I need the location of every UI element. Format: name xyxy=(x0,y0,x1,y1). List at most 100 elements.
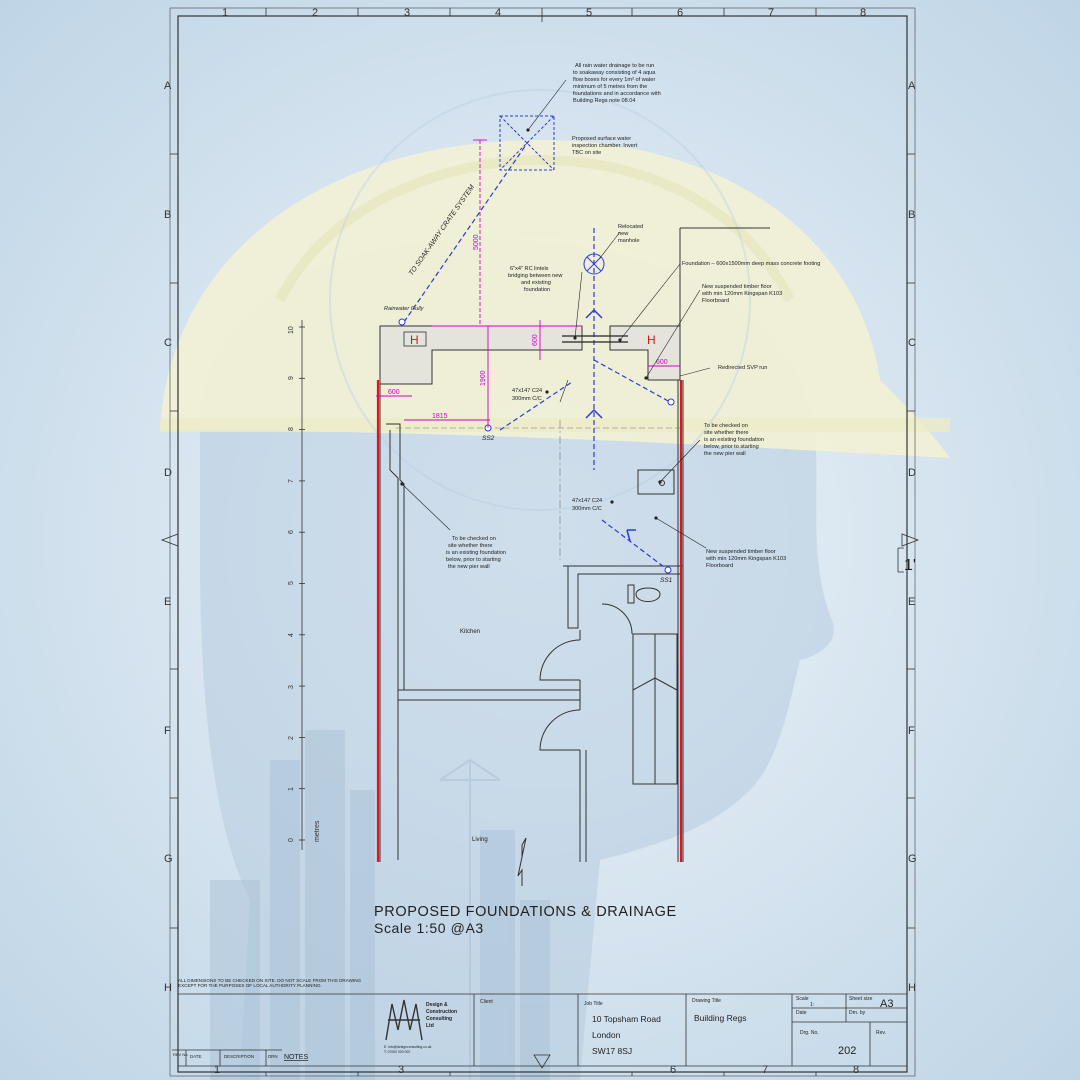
gully-point xyxy=(398,318,406,326)
col-label: 8 xyxy=(853,1064,859,1076)
note-line: manhole xyxy=(618,238,639,244)
leader-lines xyxy=(401,79,711,549)
foundation-right xyxy=(609,325,681,381)
edge-mark: 1' xyxy=(904,557,916,574)
note-line: new xyxy=(618,231,629,237)
client-label: Client xyxy=(480,999,493,1005)
col-label: 2 xyxy=(312,7,318,19)
note-lintels: 6"x4" RC lintels bridging between new an… xyxy=(508,266,563,293)
drainage-runs xyxy=(403,141,671,571)
note-line: 6"x4" RC lintels xyxy=(510,266,549,272)
date-label: Date xyxy=(796,1010,807,1016)
company-name-line: Construction xyxy=(426,1009,457,1015)
sheet-size-value: A3 xyxy=(880,998,893,1010)
note-line: New suspended timber floor xyxy=(706,549,776,555)
col-label: 7 xyxy=(768,7,774,19)
note-rain-drainage: All rain water drainage to be run to soa… xyxy=(573,63,661,104)
note-line: Relocated xyxy=(618,224,643,230)
dim-600-right: 600 xyxy=(656,359,668,366)
company-logo xyxy=(385,999,423,1041)
dim-1815: 1815 xyxy=(432,413,448,420)
note-foundation: Foundation – 600x1500mm deep mass concre… xyxy=(682,261,820,267)
rev-header: DESCRIPTION xyxy=(224,1054,254,1059)
company-contact: E: info@designconsulting.co.uk xyxy=(384,1045,432,1049)
door-swing xyxy=(539,639,581,681)
floor-plan xyxy=(379,227,770,886)
ruler-tick-label: 3 xyxy=(288,685,295,689)
note-line: Floorboard xyxy=(702,298,729,304)
note-line: 300mm C/C xyxy=(572,506,602,512)
note-line: TBC on site xyxy=(572,150,601,156)
dim-1900: 1900 xyxy=(480,370,487,386)
note-line: To be checked on xyxy=(704,423,748,429)
ruler-tick-label: 8 xyxy=(288,427,295,431)
svp-point xyxy=(667,398,675,406)
col-label: 1 xyxy=(222,7,228,19)
row-label: E xyxy=(908,596,915,608)
job-address-line: 10 Topsham Road xyxy=(592,1014,661,1024)
ruler-tick-label: 7 xyxy=(288,479,295,483)
note-check-left: To be checked on site whether there is a… xyxy=(446,536,506,570)
column-labels-top: 1 2 3 4 5 6 7 8 xyxy=(222,7,866,19)
col-label: 8 xyxy=(860,7,866,19)
note-line: Floorboard xyxy=(706,563,733,569)
note-line: bridging between new xyxy=(508,273,563,279)
note-line: and existing xyxy=(521,280,551,286)
note-line: to soakaway consisting of 4 aqua xyxy=(573,70,656,76)
row-label: D xyxy=(164,467,172,479)
note-line: Redirected SVP run xyxy=(718,365,767,371)
company-name-line: Design & xyxy=(426,1002,448,1008)
job-address-line: SW17 8SJ xyxy=(592,1046,632,1056)
note-line: 47x147 C24 xyxy=(572,498,602,504)
scale-value: 1: xyxy=(810,1002,814,1008)
new-walls xyxy=(376,380,683,862)
ruler-tick-label: 1 xyxy=(288,787,295,791)
row-label: F xyxy=(164,725,171,737)
ruler-tick-label: 9 xyxy=(288,376,295,380)
row-label: C xyxy=(908,337,916,349)
heater-label: H xyxy=(410,333,419,347)
note-line: foundations and in accordance with xyxy=(573,91,661,97)
note-line: the new pier wall xyxy=(704,451,746,457)
note-joists-top: 47x147 C24 300mm C/C xyxy=(512,388,542,402)
note-line: the new pier wall xyxy=(448,564,490,570)
head-silhouette xyxy=(200,239,834,1080)
row-label: B xyxy=(164,209,171,221)
inspection-chamber xyxy=(499,115,555,171)
note-line: with min 120mm Kingspan K103 xyxy=(701,291,782,297)
job-title-label: Job Title xyxy=(584,1001,603,1007)
gully-label: Rainwater Gully xyxy=(384,306,425,312)
note-line: below, prior to starting xyxy=(704,444,759,450)
note-check-right: To be checked on site whether there is a… xyxy=(704,423,764,457)
row-label: H xyxy=(908,982,916,994)
dim-600-left: 600 xyxy=(388,389,400,396)
soakaway-label: TO SOAK-AWAY CRATE SYSTEM xyxy=(408,184,476,277)
ruler-unit: metres xyxy=(314,820,321,842)
column-labels-bottom: 1 3 6 7 8 xyxy=(214,1064,859,1076)
row-label: C xyxy=(164,337,172,349)
note-inspection-chamber: Proposed surface water inspection chambe… xyxy=(572,136,638,156)
pier-box xyxy=(637,469,675,495)
note-line: with min 120mm Kingspan K103 xyxy=(705,556,786,562)
rev-header: DRN xyxy=(268,1054,278,1059)
note-line: flow boxes for every 1m² of water xyxy=(573,77,656,83)
rev-header: DATE xyxy=(190,1054,201,1059)
drawing-title: PROPOSED FOUNDATIONS & DRAINAGE xyxy=(374,904,677,920)
manhole xyxy=(583,253,605,275)
ruler-labels: 0 1 2 3 4 5 6 7 8 9 10 xyxy=(288,326,295,842)
ruler-tick-label: 6 xyxy=(288,530,295,534)
note-timber-floor-top: New suspended timber floor with min 120m… xyxy=(701,284,782,304)
ruler-tick-label: 0 xyxy=(288,838,295,842)
note-line: is an existing foundation xyxy=(704,437,764,443)
ss1-label: SS1 xyxy=(660,577,673,584)
note-line: 300mm C/C xyxy=(512,396,542,402)
row-label: B xyxy=(908,209,915,221)
note-line: Proposed surface water xyxy=(572,136,631,142)
note-line: Building Regs note 08.04 xyxy=(573,98,636,104)
sheet-size-label: Sheet size xyxy=(849,996,873,1002)
note-svp: Redirected SVP run xyxy=(718,365,767,371)
col-label: 3 xyxy=(398,1064,404,1076)
disclaimer-line: EXCEPT FOR THE PURPOSES OF LOCAL AUTHORI… xyxy=(178,983,322,988)
col-label: 3 xyxy=(404,7,410,19)
